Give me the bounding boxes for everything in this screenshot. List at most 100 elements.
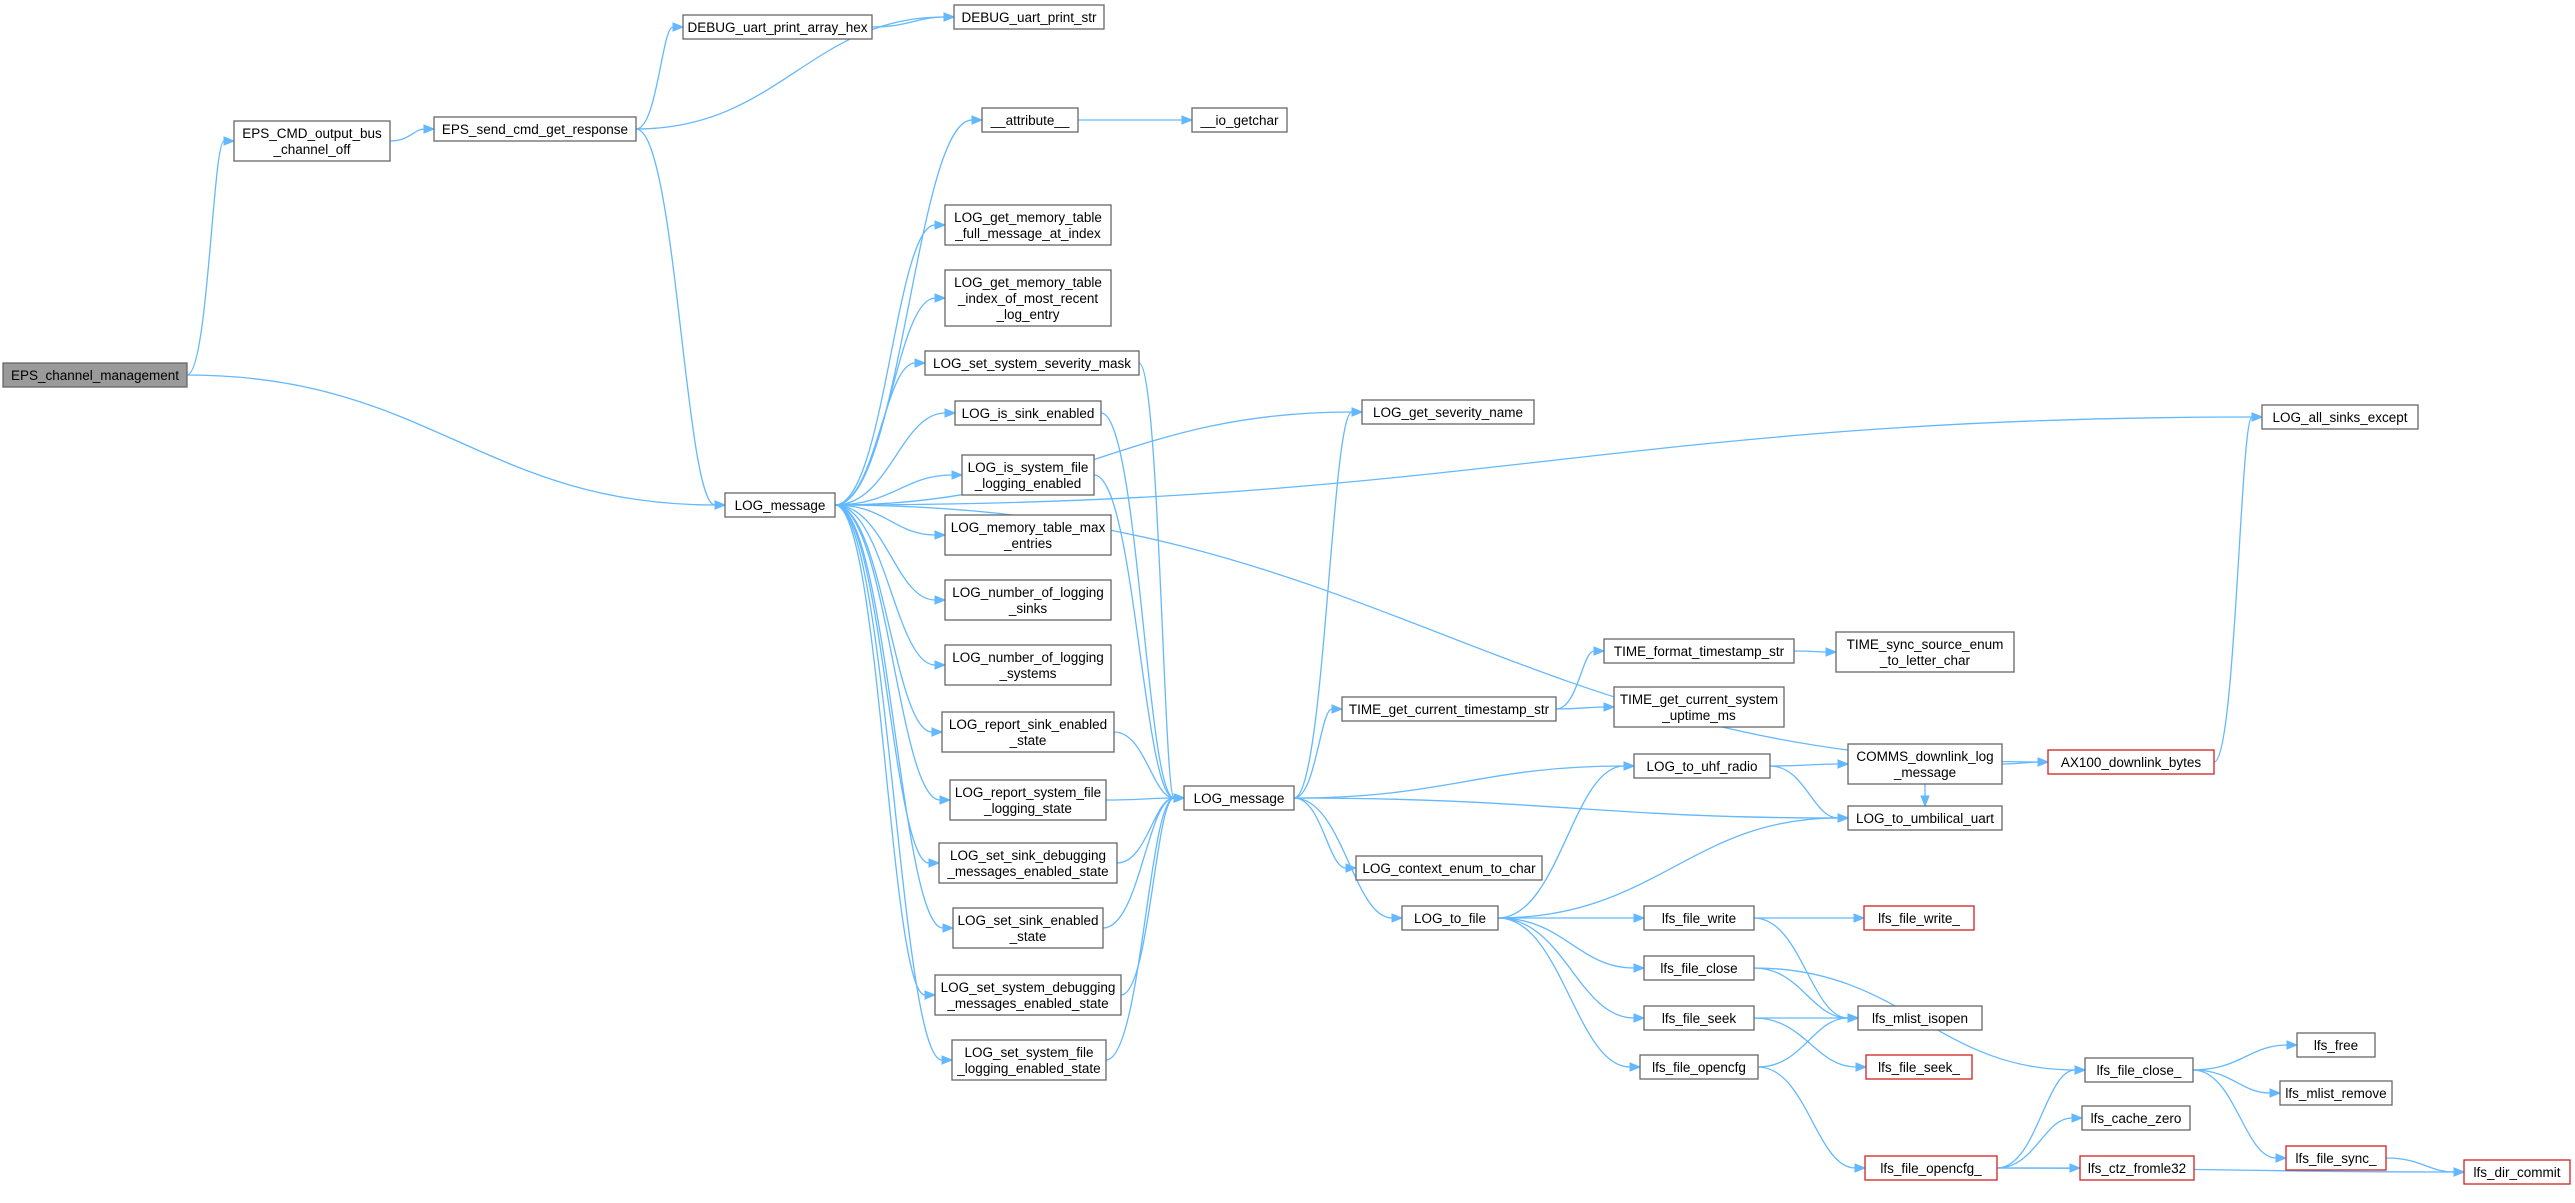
node-log-get-memory-table-full-message-at-index[interactable]: LOG_get_memory_table_full_message_at_ind…	[944, 204, 1112, 246]
node-comms-downlink-log-message[interactable]: COMMS_downlink_log_message	[1847, 743, 2003, 785]
node-debug-uart-print-str[interactable]: DEBUG_uart_print_str	[953, 4, 1105, 30]
node-box	[934, 974, 1122, 1016]
node-log-get-memory-table-index-of-most-recent-log-entry[interactable]: LOG_get_memory_table_index_of_most_recen…	[944, 269, 1112, 327]
edge-arrowhead	[2453, 1167, 2466, 1177]
node-log-set-system-file-logging-enabled-state[interactable]: LOG_set_system_file_logging_enabled_stat…	[951, 1039, 1107, 1081]
edge-arrowhead	[1837, 813, 1850, 823]
node-debug-uart-print-array-hex[interactable]: DEBUG_uart_print_array_hex	[682, 14, 873, 40]
node-box	[2081, 1105, 2191, 1131]
node-eps-channel-management[interactable]: EPS_channel_management	[2, 362, 188, 388]
node-log-memory-table-max-entries[interactable]: LOG_memory_table_max_entries	[944, 514, 1112, 556]
edge-line	[1497, 917, 1631, 1068]
node-eps-cmd-output-bus-channel-off[interactable]: EPS_CMD_output_bus_channel_off	[233, 120, 391, 162]
node-lfs-file-close[interactable]: lfs_file_close	[1643, 955, 1755, 981]
node-box	[1355, 855, 1543, 881]
node-label: lfs_mlist_isopen	[1872, 1011, 1968, 1026]
node-lfs-mlist-isopen[interactable]: lfs_mlist_isopen	[1857, 1005, 1983, 1031]
node-box	[1191, 107, 1288, 133]
edge-set_sink_dbg-to-logmsg2	[1116, 793, 1186, 864]
node-io-getchar[interactable]: __io_getchar	[1191, 107, 1288, 133]
node-log-to-file[interactable]: LOG_to_file	[1401, 905, 1499, 931]
edge-fseek-to-fseek_	[1753, 1017, 1868, 1072]
node-time-get-current-system-uptime-ms[interactable]: TIME_get_current_system_uptime_ms	[1613, 686, 1785, 728]
edge-to_file-to-fclose	[1497, 917, 1646, 973]
node-log-report-sink-enabled-state[interactable]: LOG_report_sink_enabled_state	[941, 711, 1115, 753]
node-box	[944, 644, 1112, 686]
node-lfs-file-opencfg[interactable]: lfs_file_opencfg_	[1864, 1155, 1998, 1181]
edges-layer	[186, 12, 2466, 1177]
edge-arrowhead	[934, 220, 947, 230]
node-lfs-mlist-remove[interactable]: lfs_mlist_remove	[2279, 1080, 2393, 1106]
node-log-set-sink-debugging-messages-enabled-state[interactable]: LOG_set_sink_debugging_messages_enabled_…	[938, 842, 1118, 884]
node-ax100-downlink-bytes[interactable]: AX100_downlink_bytes	[2047, 749, 2215, 775]
node-time-get-current-timestamp-str[interactable]: TIME_get_current_timestamp_str	[1341, 696, 1557, 722]
node-lfs-free[interactable]: lfs_free	[2296, 1032, 2376, 1058]
edge-line	[1113, 731, 1175, 799]
edge-line	[1555, 650, 1595, 710]
node-log-message[interactable]: LOG_message	[724, 492, 836, 518]
node-log-is-sink-enabled[interactable]: LOG_is_sink_enabled	[954, 400, 1102, 426]
node-lfs-file-close[interactable]: lfs_file_close_	[2084, 1057, 2194, 1083]
node-box	[1643, 1005, 1755, 1031]
node-log-message[interactable]: LOG_message	[1183, 785, 1295, 811]
edge-line	[1120, 797, 1175, 996]
edge-fopencfg-to-mlist_isopen	[1757, 1013, 1860, 1068]
node-label: lfs_file_close_	[2097, 1063, 2182, 1078]
node-label: _index_of_most_recent	[957, 291, 1099, 306]
node-lfs-file-opencfg[interactable]: lfs_file_opencfg	[1639, 1054, 1759, 1080]
node-box	[944, 269, 1112, 327]
node-log-number-of-logging-sinks[interactable]: LOG_number_of_logging_sinks	[944, 579, 1112, 621]
node-lfs-file-seek[interactable]: lfs_file_seek_	[1865, 1054, 1973, 1080]
node-lfs-file-seek[interactable]: lfs_file_seek	[1643, 1005, 1755, 1031]
node-log-set-system-severity-mask[interactable]: LOG_set_system_severity_mask	[924, 350, 1140, 376]
node-lfs-dir-commit[interactable]: lfs_dir_commit	[2463, 1159, 2571, 1185]
node-log-context-enum-to-char[interactable]: LOG_context_enum_to_char	[1355, 855, 1543, 881]
node-log-get-severity-name[interactable]: LOG_get_severity_name	[1361, 399, 1535, 425]
edge-line	[2213, 416, 2253, 763]
edge-logmsg1-to-set_sev	[834, 358, 927, 506]
node-label: LOG_set_sink_debugging	[950, 848, 1106, 863]
edge-line	[1555, 706, 1605, 710]
edge-arrowhead	[939, 795, 952, 805]
node-log-to-uhf-radio[interactable]: LOG_to_uhf_radio	[1633, 753, 1771, 779]
edge-set_sys_file-to-logmsg2	[1105, 793, 1186, 1061]
edge-fopencfg_-to-dircommit	[1996, 1167, 2466, 1177]
edge-arrowhead	[928, 858, 941, 868]
edge-to_uhf-to-umb	[1769, 765, 1850, 823]
node-attribute[interactable]: __attribute__	[981, 107, 1079, 133]
node-log-number-of-logging-systems[interactable]: LOG_number_of_logging_systems	[944, 644, 1112, 686]
node-label: lfs_file_sync_	[2295, 1151, 2377, 1166]
node-log-set-sink-enabled-state[interactable]: LOG_set_sink_enabled_state	[952, 907, 1104, 949]
edge-comms-to-ax100	[2001, 757, 2050, 767]
node-lfs-file-write[interactable]: lfs_file_write_	[1863, 905, 1975, 931]
edge-line	[2192, 1069, 2277, 1159]
node-log-set-system-debugging-messages-enabled-state[interactable]: LOG_set_system_debugging_messages_enable…	[934, 974, 1122, 1016]
node-box	[954, 400, 1102, 426]
node-lfs-file-write[interactable]: lfs_file_write	[1643, 905, 1755, 931]
edge-line	[1105, 797, 1175, 801]
edge-arrowhead	[1351, 407, 1364, 417]
edge-to_uhf-to-comms	[1769, 759, 1850, 769]
node-log-to-umbilical-uart[interactable]: LOG_to_umbilical_uart	[1847, 805, 2003, 831]
node-lfs-file-sync[interactable]: lfs_file_sync_	[2285, 1145, 2387, 1171]
edge-line	[1497, 765, 1625, 919]
node-eps-send-cmd-get-response[interactable]: EPS_send_cmd_get_response	[433, 116, 637, 142]
node-time-sync-source-enum-to-letter-char[interactable]: TIME_sync_source_enum_to_letter_char	[1835, 631, 2015, 673]
edge-line	[1293, 797, 1347, 869]
edge-arrowhead	[2286, 1040, 2299, 1050]
edge-line	[1753, 967, 1849, 1019]
node-label: _uptime_ms	[1661, 708, 1736, 723]
node-lfs-cache-zero[interactable]: lfs_cache_zero	[2081, 1105, 2191, 1131]
node-log-report-system-file-logging-state[interactable]: LOG_report_system_file_logging_state	[949, 779, 1107, 821]
node-label: COMMS_downlink_log	[1856, 749, 1993, 764]
node-lfs-ctz-fromle32[interactable]: lfs_ctz_fromle32	[2079, 1155, 2195, 1181]
edge-arrowhead	[934, 293, 947, 303]
edge-arrowhead	[1855, 1062, 1868, 1072]
edge-to_file-to-to_uhf	[1497, 761, 1636, 919]
edge-time_cur-to-time_up	[1555, 702, 1616, 712]
node-log-all-sinks-except[interactable]: LOG_all_sinks_except	[2261, 404, 2419, 430]
node-time-format-timestamp-str[interactable]: TIME_format_timestamp_str	[1603, 638, 1795, 664]
node-log-is-system-file-logging-enabled[interactable]: LOG_is_system_file_logging_enabled	[961, 454, 1095, 496]
edge-line	[1996, 1117, 2073, 1169]
edge-line	[834, 474, 953, 506]
